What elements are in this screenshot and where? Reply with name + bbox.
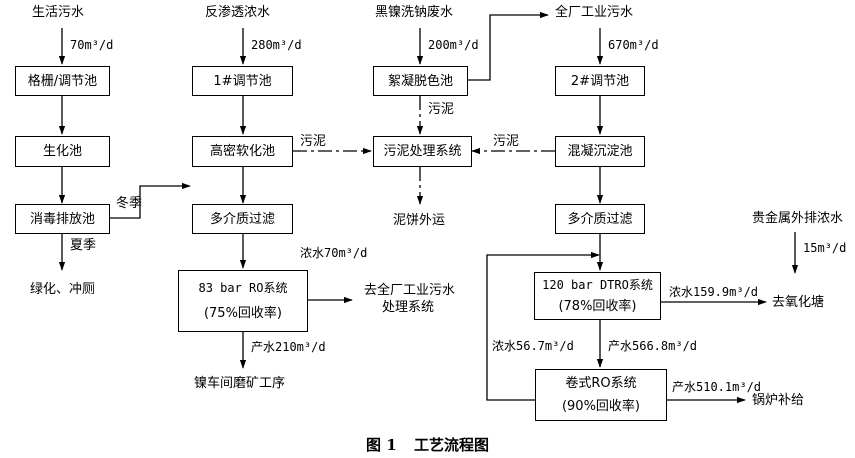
winter-label: 冬季 (116, 196, 143, 211)
input-plant-wastewater: 全厂工业污水 (555, 5, 634, 20)
grid-adjust-tank-box: 格栅/调节池 (15, 66, 110, 96)
multi-filter-1-box: 多介质过滤 (192, 204, 293, 234)
to-plant-line2: 处理系统 (382, 300, 435, 315)
flow-dtro-concentrate: 浓水159.9m³/d (669, 285, 759, 299)
sludge-label-right: 污泥 (493, 134, 520, 149)
arrow-winter (110, 182, 191, 219)
ro-83bar-title: 83 bar RO系统 (198, 281, 288, 295)
sludge-label-center: 污泥 (428, 102, 455, 117)
figure-number: 图 1 (366, 436, 397, 454)
flow-domestic: 70m³/d (70, 38, 114, 52)
adjust-tank-1-box: 1#调节池 (192, 66, 293, 96)
multi-filter-2-box: 多介质过滤 (555, 204, 645, 234)
greening-label: 绿化、冲厕 (30, 282, 96, 297)
nickel-workshop-label: 镍车间磨矿工序 (194, 376, 286, 391)
multi-filter-1-label: 多介质过滤 (209, 211, 275, 227)
flow-roll-product: 产水510.1m³/d (672, 380, 762, 394)
flow-precious-metal: 15m³/d (803, 241, 847, 255)
disinfect-tank-box: 消毒排放池 (15, 204, 110, 234)
flow-roll-concentrate: 浓水56.7m³/d (492, 339, 574, 353)
roll-ro-recovery: (90%回收率) (561, 399, 641, 414)
coag-decolor-label: 絮凝脱色池 (387, 73, 453, 89)
softening-tank-label: 高密软化池 (209, 144, 275, 159)
input-ro-concentrate: 反渗透浓水 (205, 5, 271, 20)
flow-dtro-product: 产水566.8m³/d (608, 339, 698, 353)
to-deox-label: 去氧化塘 (772, 295, 825, 310)
input-precious-metal: 贵金属外排浓水 (752, 211, 844, 226)
sludge-label-left: 污泥 (300, 134, 327, 149)
grid-adjust-tank-label: 格栅/调节池 (27, 73, 98, 89)
multi-filter-2-label: 多介质过滤 (567, 211, 633, 227)
figure-caption: 图 1 工艺流程图 (0, 434, 855, 455)
roll-ro-title: 卷式RO系统 (565, 376, 637, 391)
bio-tank-box: 生化池 (15, 136, 110, 167)
roll-ro-box: 卷式RO系统 (90%回收率) (535, 369, 667, 421)
coag-settle-label: 混凝沉淀池 (567, 144, 633, 159)
ro-83bar-recovery: (75%回收率) (203, 306, 283, 321)
dtro-recovery: (78%回收率) (558, 299, 637, 314)
flow-83bar-product: 产水210m³/d (251, 340, 326, 354)
flow-plant-wastewater: 670m³/d (608, 38, 659, 52)
adjust-tank-2-label: 2#调节池 (570, 73, 630, 89)
sludge-cake-label: 泥饼外运 (393, 213, 446, 228)
softening-tank-box: 高密软化池 (192, 136, 293, 167)
dtro-box: 120 bar DTRO系统 (78%回收率) (534, 272, 661, 320)
to-plant-line1: 去全厂工业污水 (364, 283, 456, 298)
arrow-coag-to-plant (468, 11, 549, 81)
flow-83bar-concentrate: 浓水70m³/d (300, 246, 368, 260)
sludge-system-label: 污泥处理系统 (383, 144, 462, 159)
to-boiler-label: 锅炉补给 (752, 393, 805, 408)
coag-decolor-box: 絮凝脱色池 (373, 66, 468, 96)
flow-ro-concentrate: 280m³/d (251, 38, 302, 52)
adjust-tank-1-label: 1#调节池 (213, 73, 272, 89)
dtro-title: 120 bar DTRO系统 (542, 278, 653, 292)
summer-label: 夏季 (70, 238, 97, 253)
figure-title: 工艺流程图 (413, 436, 489, 454)
input-nickel-wash: 黑镍洗钠废水 (375, 5, 454, 20)
sludge-system-box: 污泥处理系统 (373, 136, 472, 167)
adjust-tank-2-box: 2#调节池 (555, 66, 645, 96)
bio-tank-label: 生化池 (42, 144, 82, 159)
ro-83bar-box: 83 bar RO系统 (75%回收率) (178, 270, 308, 332)
input-domestic: 生活污水 (32, 5, 85, 20)
arrow-roll-recycle (486, 251, 600, 401)
disinfect-tank-label: 消毒排放池 (29, 211, 95, 227)
coag-settle-box: 混凝沉淀池 (555, 136, 645, 167)
flow-nickel-wash: 200m³/d (428, 38, 479, 52)
